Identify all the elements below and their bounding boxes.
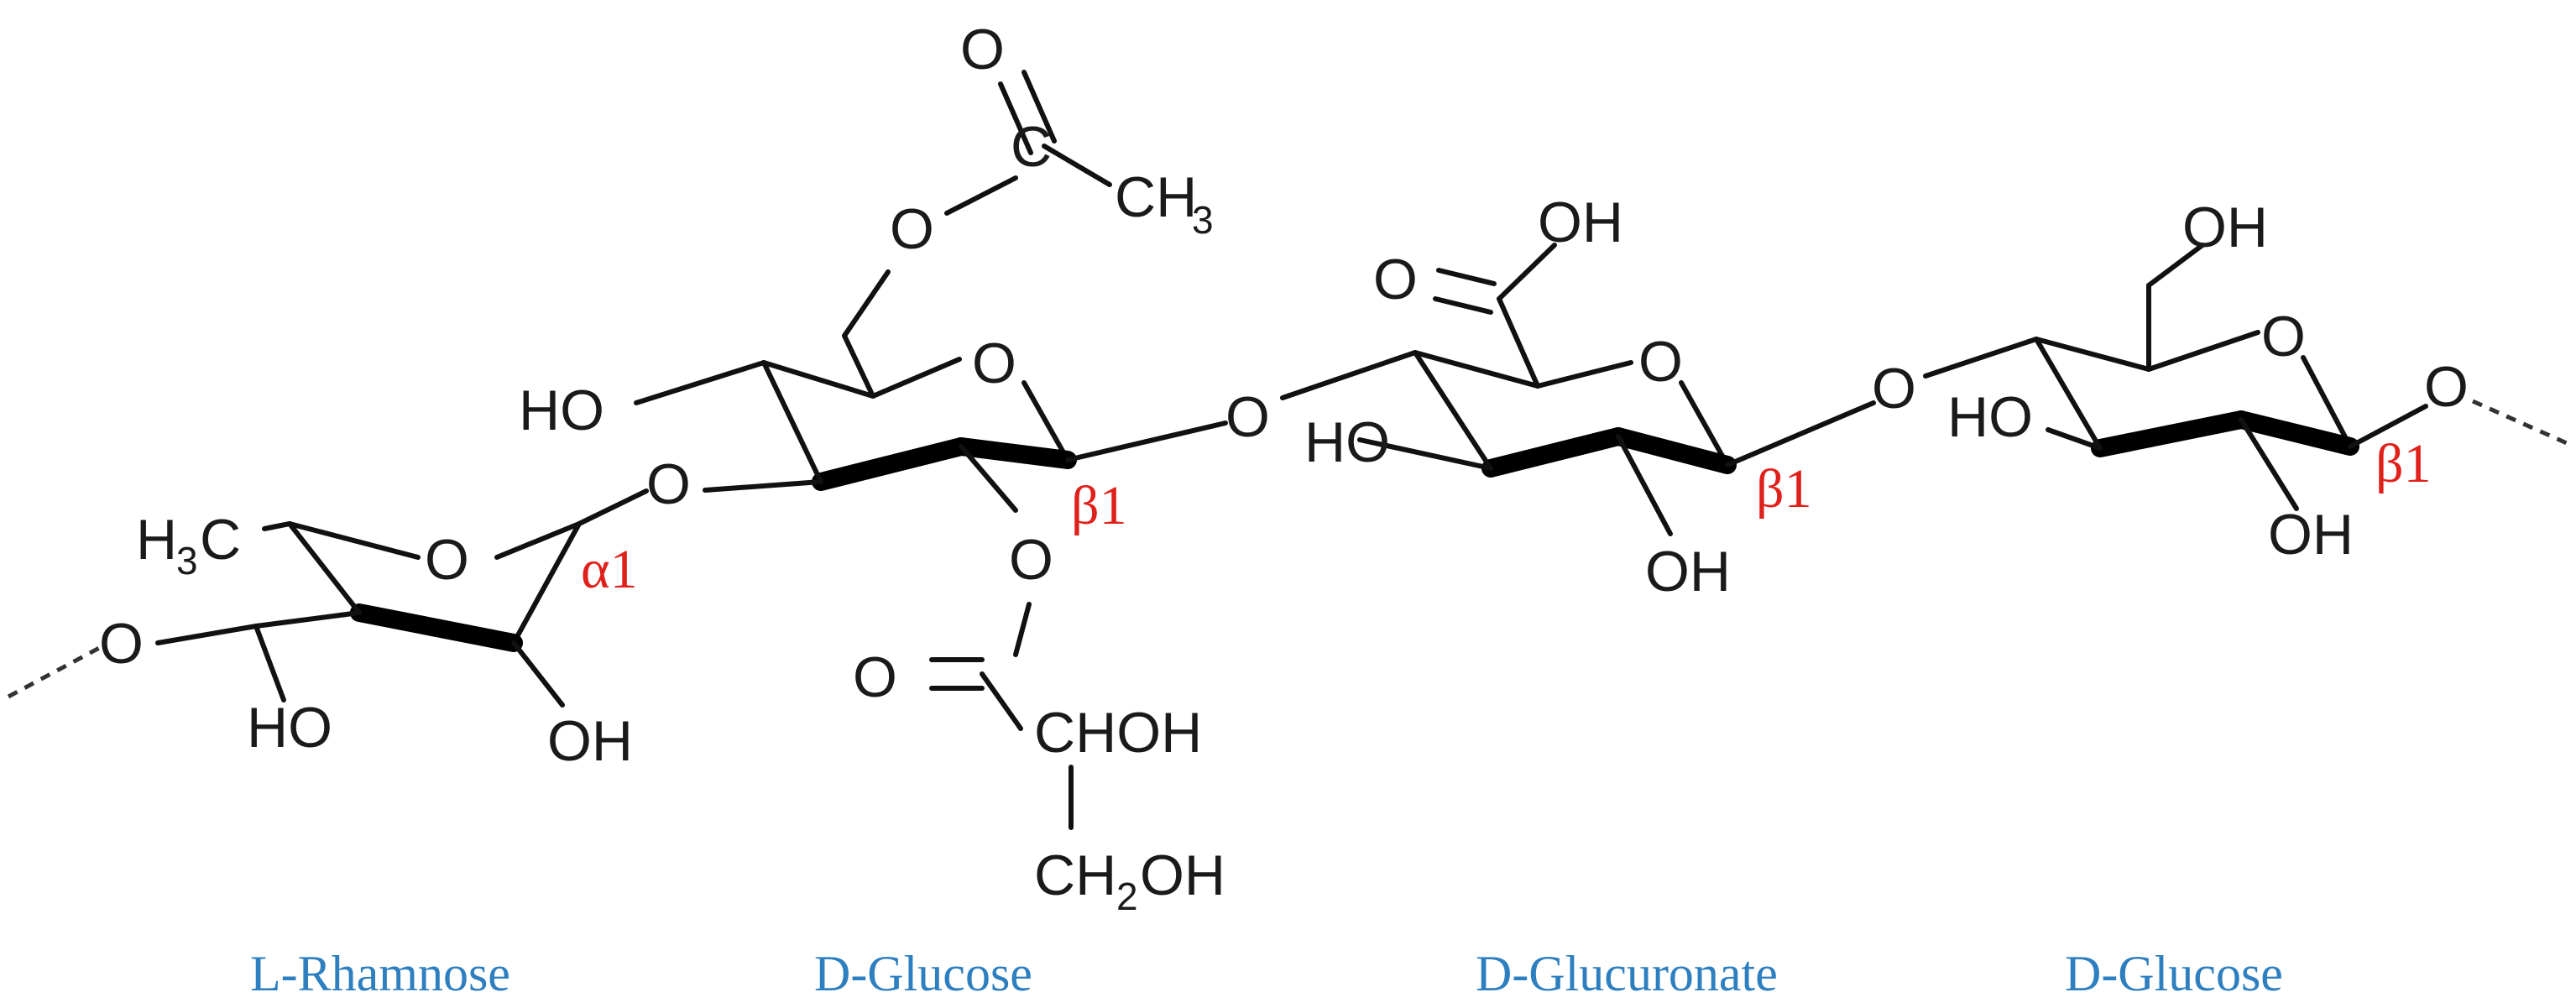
glucose-2-ring xyxy=(1923,243,2428,511)
rhamnose-methyl-subscript: 3 xyxy=(176,539,198,582)
glucuronate-glucose-bridge-oxygen: O xyxy=(1872,357,1916,420)
acetyl-methyl-ch: CH xyxy=(1115,165,1197,229)
rhamnose-glucose-bridge-oxygen: O xyxy=(646,452,691,516)
glycerate-oh: OH xyxy=(1140,843,1225,907)
chain-end-left xyxy=(7,644,104,699)
glucuronate-ring-oxygen: O xyxy=(1638,330,1683,394)
glucose-1-c2-ester-oxygen: O xyxy=(1009,528,1053,592)
carboxyl-hydroxyl: OH xyxy=(1538,191,1623,254)
residue-label-glucose-1: D-Glucose xyxy=(814,946,1032,1001)
glucose-2-ring-oxygen: O xyxy=(2261,305,2306,368)
glycerate-ch: CH xyxy=(1034,843,1116,907)
glycerate-subscript: 2 xyxy=(1116,875,1138,918)
acetyl-carbon: C xyxy=(1011,115,1052,179)
carboxyl-carbonyl-oxygen: O xyxy=(1373,248,1418,311)
rhamnose-linkage-label: α1 xyxy=(581,539,638,600)
glucuronate-c3-hydroxyl: HO xyxy=(1304,410,1390,474)
glucuronate-linkage-label: β1 xyxy=(1756,458,1812,520)
glucose-2-anomeric-oxygen: O xyxy=(2424,355,2469,419)
glucose-glucuronate-bridge-oxygen: O xyxy=(1225,385,1270,449)
glucuronate-c2-hydroxyl: OH xyxy=(1645,540,1731,603)
rhamnose-ring-oxygen: O xyxy=(425,528,469,592)
residue-label-glucose-2: D-Glucose xyxy=(2065,946,2283,1001)
glucose-1-ring xyxy=(634,70,1228,830)
residue-label-glucuronate: D-Glucuronate xyxy=(1476,946,1778,1001)
glucose-1-linkage-label: β1 xyxy=(1071,475,1127,536)
residue-label-rhamnose: L-Rhamnose xyxy=(250,946,510,1001)
rhamnose-methyl-c: C xyxy=(200,508,241,572)
glucuronate-ring xyxy=(1280,243,1876,536)
rhamnose-methyl-h: H xyxy=(136,508,177,572)
glucose-2-c2-hydroxyl: OH xyxy=(2268,503,2354,567)
glucose-2-c6-hydroxyl: OH xyxy=(2182,196,2268,259)
rhamnose-c2-hydroxyl: OH xyxy=(547,709,633,773)
glycerate-choh: CHOH xyxy=(1034,701,1202,765)
glucose-1-c4-hydroxyl: HO xyxy=(519,379,604,442)
glycerate-carbonyl-oxygen: O xyxy=(853,645,897,709)
glucose-2-linkage-label: β1 xyxy=(2375,433,2432,494)
glucose-1-c6-ester-oxygen: O xyxy=(890,197,934,261)
rhamnose-ring xyxy=(155,488,649,708)
acetyl-methyl-subscript: 3 xyxy=(1192,198,1214,242)
acetyl-carbonyl-oxygen: O xyxy=(960,18,1005,81)
glucose-2-c3-hydroxyl: HO xyxy=(1947,385,2033,449)
rhamnose-c4-oxygen: O xyxy=(99,612,144,676)
glucose-1-ring-oxygen: O xyxy=(972,332,1016,395)
chain-end-right xyxy=(2471,399,2568,446)
rhamnose-c3-hydroxyl: HO xyxy=(247,696,332,760)
